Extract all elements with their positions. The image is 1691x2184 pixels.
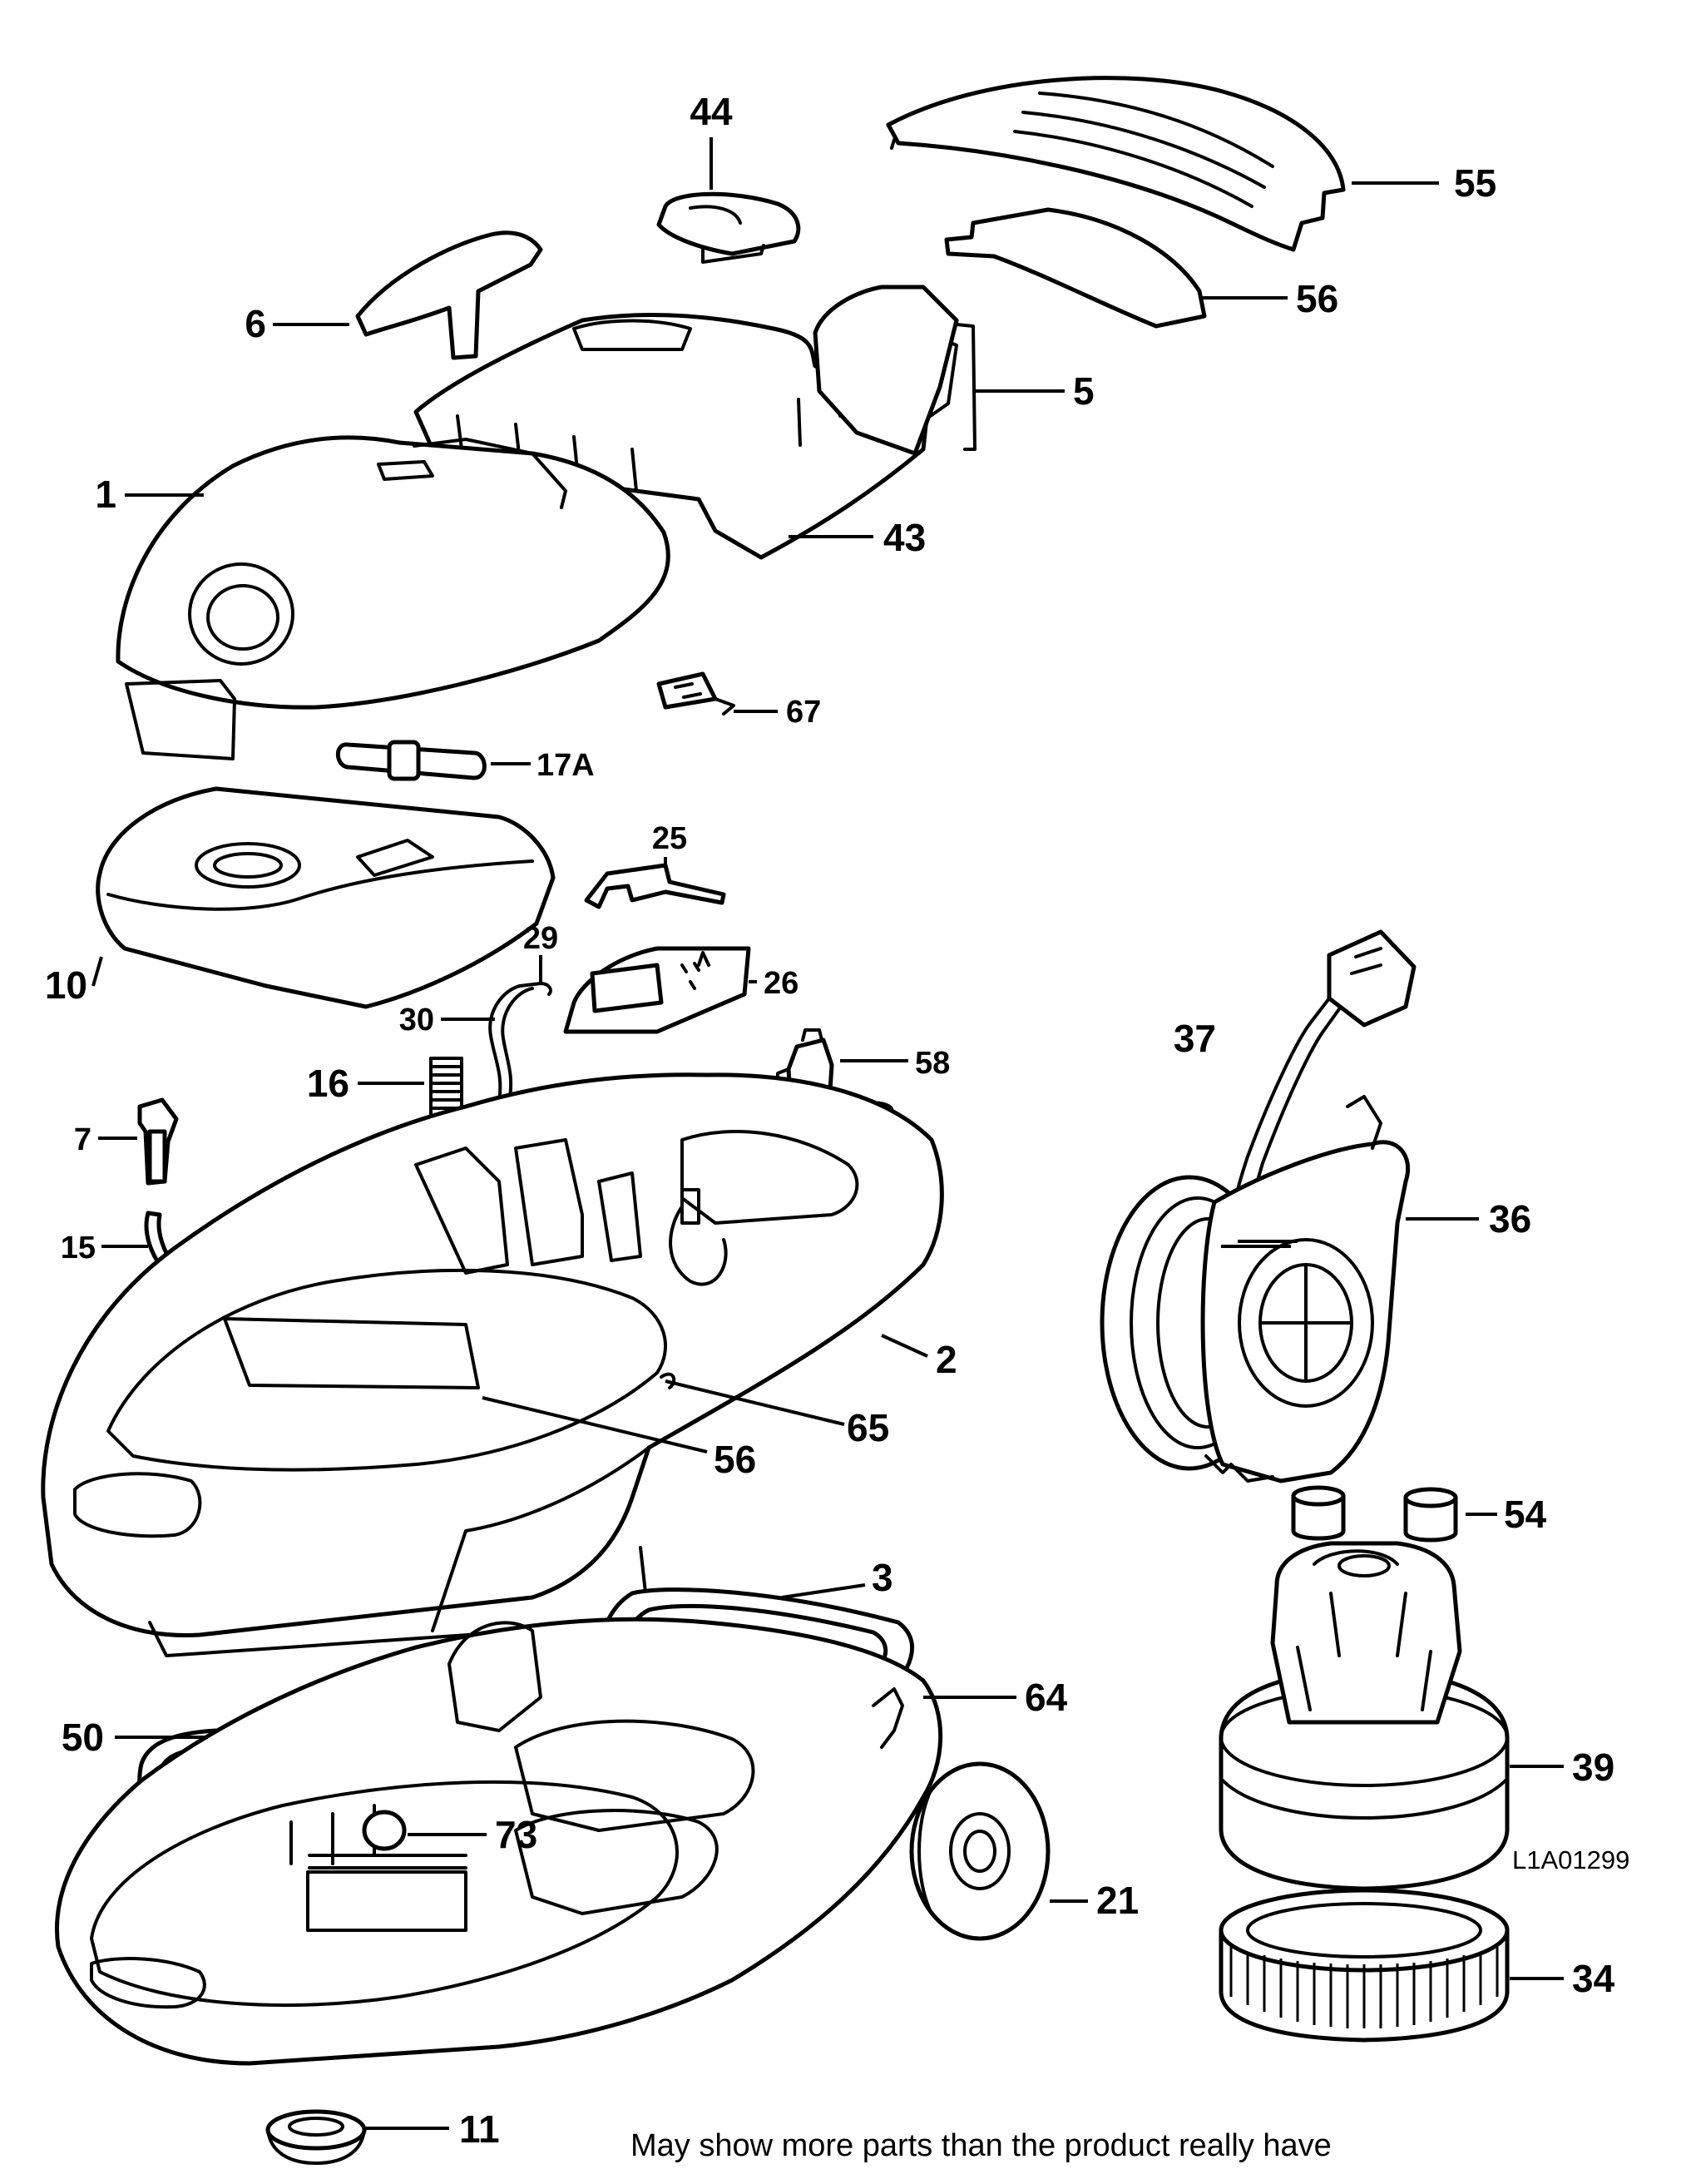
label-55: 55 bbox=[1454, 161, 1496, 205]
motor-mount-rubbers-part bbox=[1291, 1485, 1458, 1543]
label-29: 29 bbox=[523, 921, 558, 956]
label-30: 30 bbox=[399, 1003, 434, 1038]
label-64: 64 bbox=[1025, 1676, 1068, 1719]
label-65: 65 bbox=[847, 1406, 889, 1449]
leader-lines bbox=[91, 137, 1564, 2130]
label-44: 44 bbox=[690, 90, 733, 133]
label-2: 2 bbox=[936, 1338, 957, 1381]
filter-holder-part bbox=[797, 285, 977, 456]
label-58: 58 bbox=[915, 1046, 950, 1081]
label-11: 11 bbox=[459, 2107, 500, 2151]
body-housing-part bbox=[41, 1072, 944, 1657]
label-39: 39 bbox=[1572, 1746, 1614, 1789]
release-button-part bbox=[355, 230, 543, 360]
indicator-window-part bbox=[656, 191, 801, 264]
label-1: 1 bbox=[95, 473, 116, 516]
footnote: May show more parts than the product rea… bbox=[630, 2128, 1332, 2163]
latch-part bbox=[656, 671, 735, 716]
spring-part bbox=[429, 1057, 463, 1118]
label-56-body: 56 bbox=[714, 1438, 756, 1481]
circuit-board-part bbox=[563, 946, 751, 1034]
label-73: 73 bbox=[495, 1813, 537, 1856]
clip-part bbox=[137, 1097, 179, 1186]
label-16: 16 bbox=[307, 1062, 349, 1105]
top-cover-part bbox=[116, 435, 670, 760]
label-54: 54 bbox=[1504, 1493, 1547, 1536]
bag-holder-part bbox=[96, 786, 556, 1009]
castor-wheel-part bbox=[265, 2109, 367, 2165]
label-7: 7 bbox=[74, 1122, 91, 1157]
grille-cover-part bbox=[886, 76, 1346, 252]
label-10: 10 bbox=[45, 963, 87, 1007]
label-21: 21 bbox=[1096, 1879, 1139, 1922]
axle-part bbox=[308, 1810, 467, 1870]
wires-part bbox=[488, 982, 552, 1104]
label-6: 6 bbox=[245, 302, 266, 345]
label-50: 50 bbox=[62, 1716, 104, 1759]
label-17A: 17A bbox=[536, 748, 595, 783]
label-56-top: 56 bbox=[1296, 277, 1338, 320]
filter-56-top-part bbox=[944, 207, 1207, 329]
label-3: 3 bbox=[872, 1556, 893, 1599]
bracket-part bbox=[584, 863, 726, 909]
hinge-pin-part bbox=[335, 740, 487, 781]
label-67: 67 bbox=[786, 695, 821, 730]
label-15: 15 bbox=[61, 1231, 96, 1265]
drawing-id: L1A01299 bbox=[1512, 1845, 1630, 1874]
rear-wheel-part bbox=[909, 1761, 1051, 1941]
label-26: 26 bbox=[764, 966, 799, 1001]
gasket-65-part bbox=[660, 1372, 676, 1389]
motor-part bbox=[1219, 1541, 1510, 1891]
label-43: 43 bbox=[883, 516, 926, 559]
label-5: 5 bbox=[1073, 369, 1095, 413]
label-36: 36 bbox=[1489, 1197, 1531, 1241]
part-labels: 44 55 56 6 5 1 43 67 17A 25 10 29 26 30 … bbox=[45, 90, 1615, 2151]
motor-gasket-ring-part bbox=[1219, 1888, 1510, 2043]
label-37: 37 bbox=[1174, 1017, 1216, 1060]
label-25: 25 bbox=[652, 821, 687, 856]
mains-plug-cable-part bbox=[1226, 929, 1417, 1283]
cable-reel-part bbox=[1100, 1095, 1411, 1483]
chassis-part bbox=[55, 1617, 943, 2066]
label-34: 34 bbox=[1572, 1957, 1615, 2000]
